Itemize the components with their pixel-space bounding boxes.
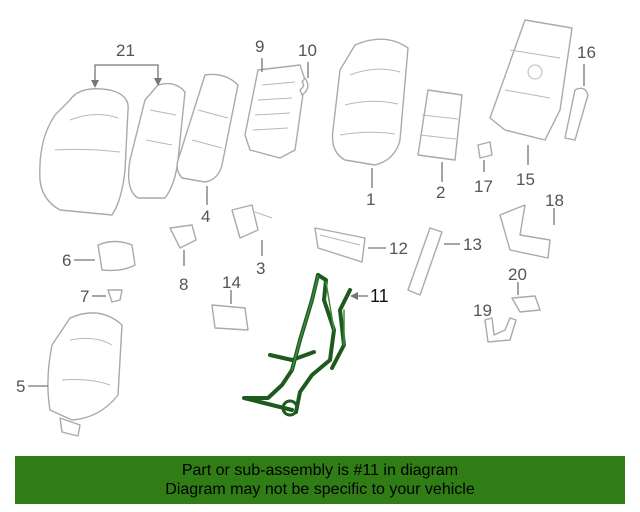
part-16-garnish — [564, 87, 589, 141]
callout-9: 9 — [255, 37, 264, 56]
part-20-clip — [511, 295, 541, 313]
callout-18: 18 — [545, 191, 564, 210]
part-12-cable — [314, 227, 366, 263]
part-18-bracket — [499, 204, 551, 259]
part-10-clip — [299, 77, 309, 96]
footer-banner: Part or sub-assembly is #11 in diagram D… — [15, 456, 625, 504]
part-7-guide — [107, 289, 123, 303]
callout-12: 12 — [389, 239, 408, 258]
callout-11: 11 — [370, 286, 389, 306]
callout-8: 8 — [179, 275, 188, 294]
part-6-headrest — [97, 240, 136, 272]
callout-13: 13 — [463, 235, 482, 254]
callout-19: 19 — [473, 301, 492, 320]
callout-21: 21 — [116, 41, 135, 60]
callout-17: 17 — [474, 177, 493, 196]
part-2-seat-heater — [417, 89, 463, 161]
part-13-side-cover — [407, 227, 443, 296]
callout-5: 5 — [16, 377, 25, 396]
callout-20: 20 — [508, 265, 527, 284]
callout-3: 3 — [256, 259, 265, 278]
seat-parts-diagram: 21 4 9 10 1 2 15 16 17 6 7 — [16, 19, 596, 437]
callout-1: 1 — [366, 190, 375, 209]
callout-7: 7 — [80, 287, 89, 306]
part-15-rear-panel — [489, 19, 573, 141]
part-11-wire-harness — [242, 273, 352, 417]
callout-4: 4 — [201, 207, 210, 226]
leader-21 — [94, 64, 159, 85]
part-1-seat-back-assembly — [331, 38, 409, 166]
footer-line-2: Diagram may not be specific to your vehi… — [165, 481, 475, 498]
footer-line-1: Part or sub-assembly is #11 in diagram — [181, 462, 459, 479]
part-14-connector — [211, 304, 249, 331]
callout-10: 10 — [298, 41, 317, 60]
callout-2: 2 — [436, 183, 445, 202]
part-19-hook — [484, 317, 517, 343]
callout-15: 15 — [516, 170, 535, 189]
part-9-lumbar-support — [244, 64, 306, 159]
callout-16: 16 — [577, 43, 596, 62]
part-17-clip — [477, 141, 493, 159]
part-3-recliner — [231, 204, 259, 239]
part-4-seat-back-pad — [176, 73, 239, 183]
part-8-latch — [169, 224, 197, 249]
part-5-cushion-frame — [47, 312, 123, 437]
part-21-seat-back-covers — [39, 82, 186, 216]
callout-14: 14 — [222, 273, 241, 292]
callout-6: 6 — [62, 251, 71, 270]
